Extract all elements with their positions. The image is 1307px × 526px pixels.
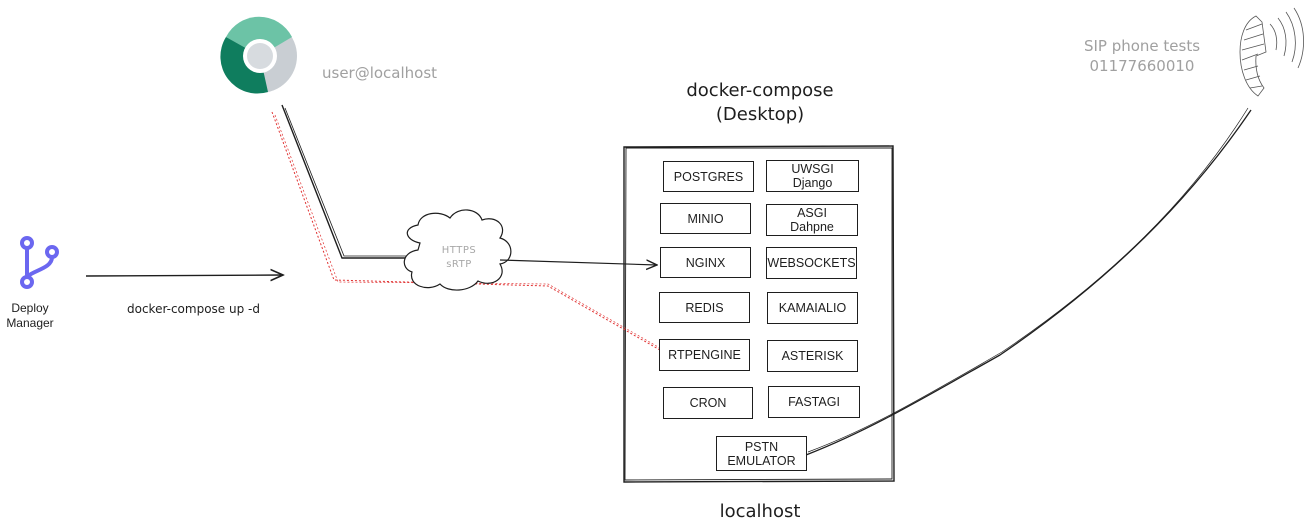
cloud-label-line2: sRTP (446, 259, 472, 270)
compose-title-line2: (Desktop) (715, 104, 805, 125)
service-fastagi-label: FASTAGI (788, 395, 840, 409)
service-fastagi[interactable]: FASTAGI (768, 386, 860, 418)
browser-to-cloud-line (281, 104, 410, 259)
service-uwsgi-sublabel: Django (792, 176, 833, 190)
deploy-command-label: docker-compose up -d (127, 302, 260, 316)
git-branch-icon (20, 236, 59, 289)
rtp-dotted-line (271, 111, 661, 351)
deploy-arrow (85, 275, 283, 276)
service-asterisk-label: ASTERISK (781, 349, 844, 363)
deploy-manager-label: Deploy Manager (0, 301, 60, 331)
compose-title: docker-compose (Desktop) (660, 79, 860, 127)
service-kamailio[interactable]: KAMAIALIO (767, 292, 858, 324)
service-asterisk[interactable]: ASTERISK (767, 340, 858, 372)
compose-footer-label: localhost (719, 501, 801, 522)
deploy-label-line2: Manager (6, 316, 54, 330)
service-cron[interactable]: CRON (663, 387, 753, 419)
service-minio[interactable]: MINIO (660, 203, 751, 234)
cloud-label: HTTPS sRTP (420, 244, 498, 272)
service-rtpengine-label: RTPENGINE (668, 348, 741, 362)
service-postgres-label: POSTGRES (673, 169, 744, 184)
chrome-icon (220, 16, 297, 94)
service-pstn-sublabel: EMULATOR (727, 453, 796, 468)
service-uwsgi[interactable]: UWSGI Django (766, 160, 859, 192)
compose-title-line1: docker-compose (686, 80, 834, 101)
service-uwsgi-label: UWSGI (791, 162, 834, 176)
cloud-label-line1: HTTPS (441, 245, 477, 256)
service-rtpengine[interactable]: RTPENGINE (659, 339, 750, 371)
service-nginx[interactable]: NGINX (660, 247, 751, 278)
sip-phone-label-line1: SIP phone tests (1083, 37, 1201, 55)
service-minio-label: MINIO (687, 211, 724, 226)
phone-handset-icon (1239, 7, 1304, 97)
cloud-to-nginx-arrow (499, 260, 657, 265)
service-nginx-label: NGINX (685, 255, 726, 270)
sip-phone-label: SIP phone tests 01177660010 (1072, 36, 1212, 76)
service-asgi-label: ASGI (797, 206, 827, 220)
service-websockets[interactable]: WEBSOCKETS (766, 247, 857, 279)
service-kamailio-label: KAMAIALIO (778, 301, 847, 315)
service-asgi[interactable]: ASGI Dahpne (766, 204, 858, 236)
service-postgres[interactable]: POSTGRES (663, 161, 754, 192)
service-asgi-sublabel: Dahpne (790, 220, 834, 234)
sip-phone-label-line2: 01177660010 (1089, 57, 1195, 75)
compose-host-box (623, 145, 895, 483)
service-redis[interactable]: REDIS (659, 292, 750, 323)
service-pstn-emulator[interactable]: PSTN EMULATOR (716, 436, 807, 471)
browser-user-label: user@localhost (322, 64, 438, 82)
deploy-label-line1: Deploy (11, 301, 49, 315)
service-cron-label: CRON (689, 396, 727, 410)
phone-line (805, 109, 1252, 456)
service-redis-label: REDIS (685, 300, 724, 315)
cloud-shape (403, 209, 512, 291)
service-websockets-label: WEBSOCKETS (767, 256, 856, 270)
service-pstn-label: PSTN (744, 439, 779, 454)
